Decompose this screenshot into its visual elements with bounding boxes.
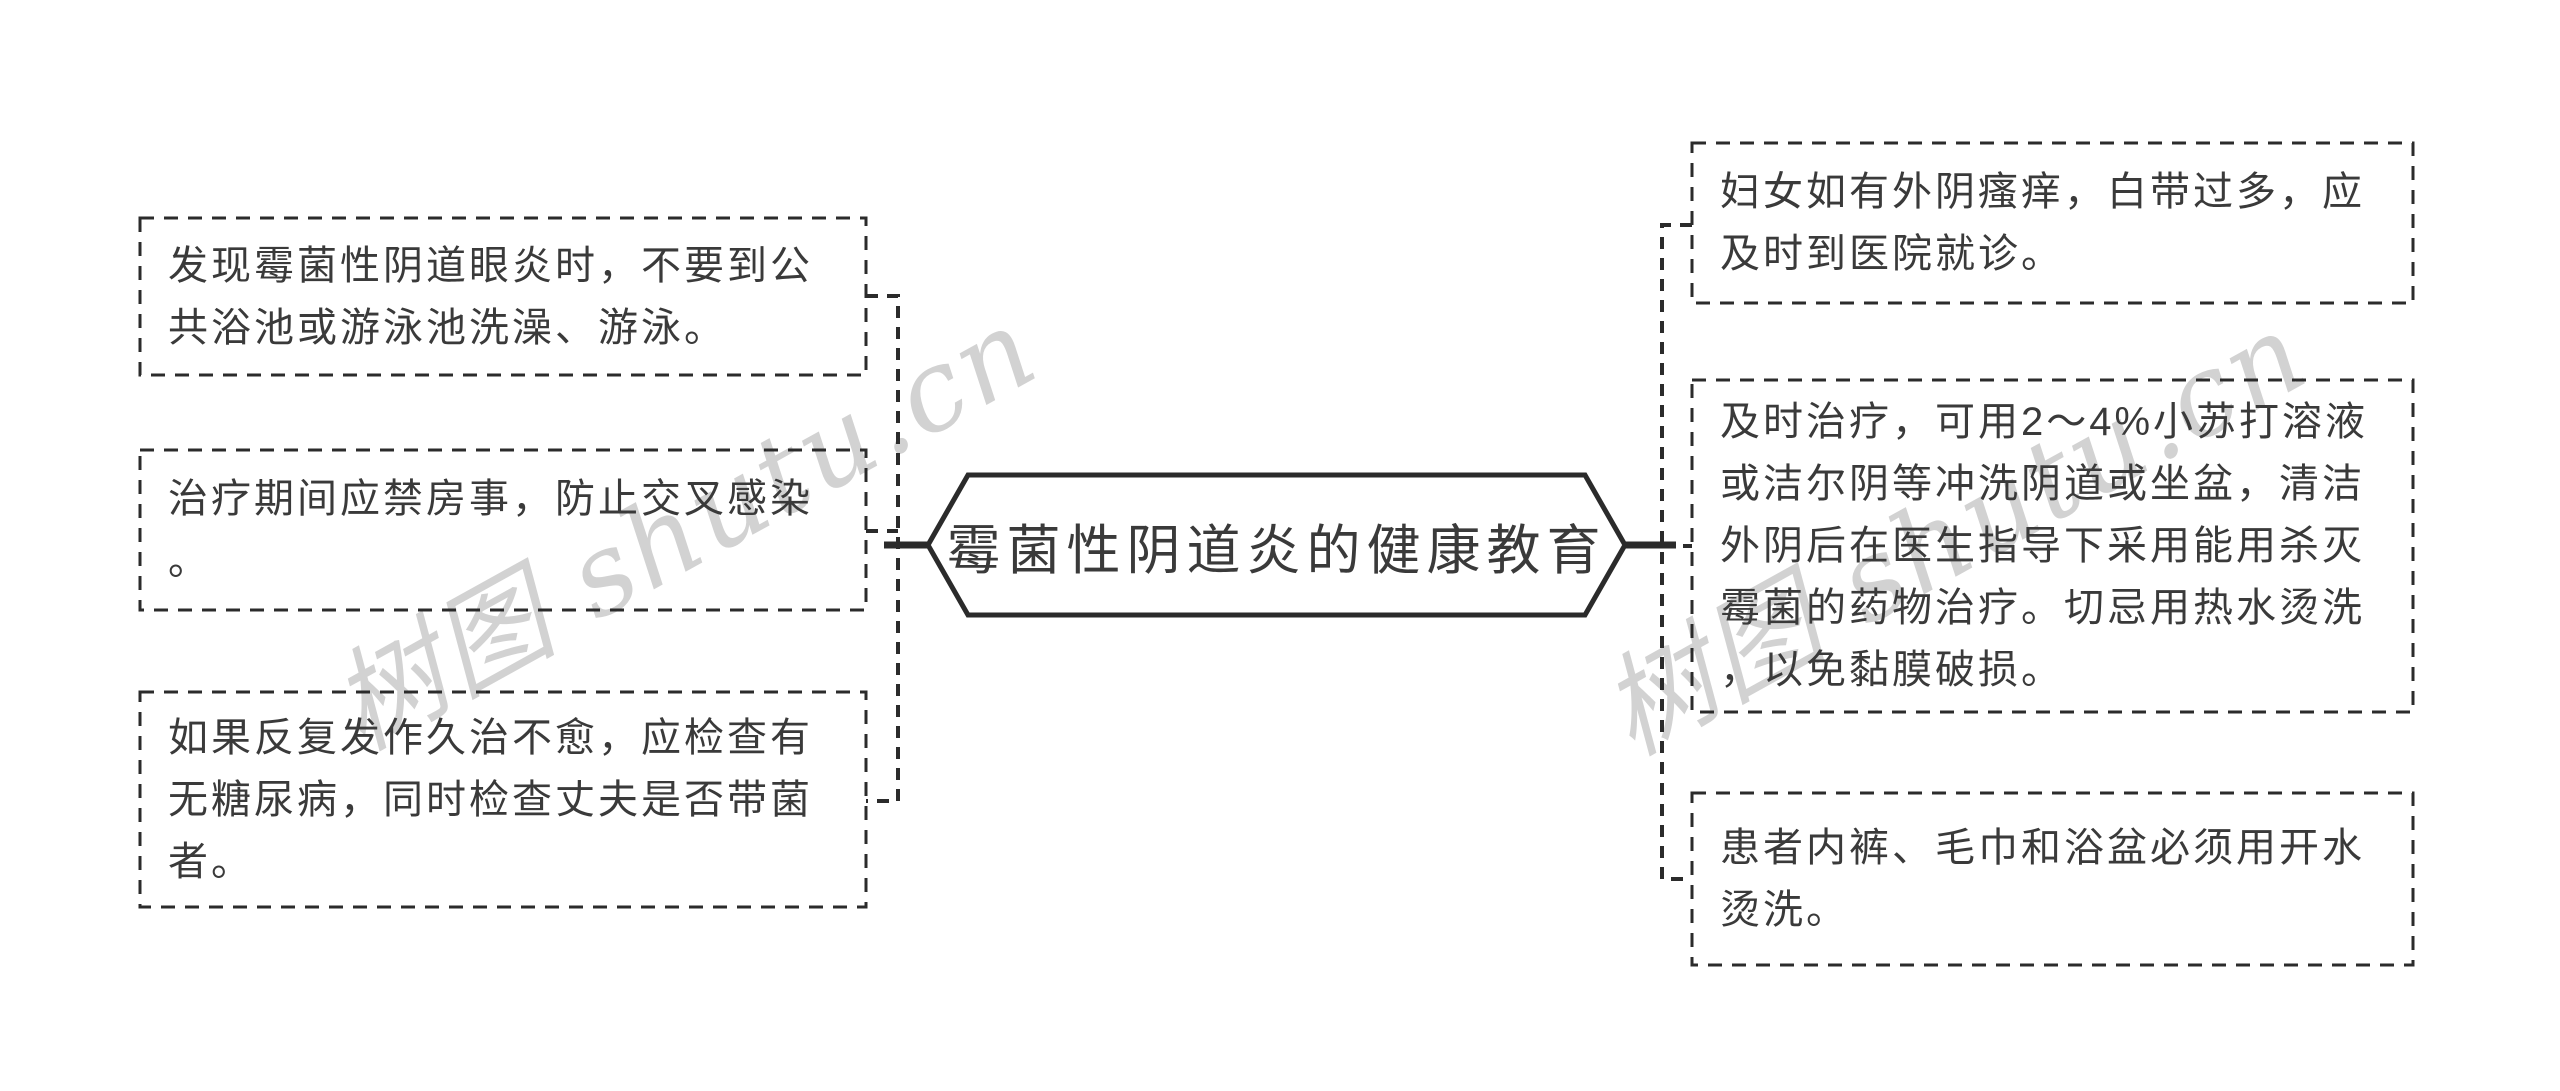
connector-right-bracket <box>1660 223 1692 881</box>
branch-node-left-1[interactable]: 发现霉菌性阴道眼炎时，不要到公共浴池或游泳池洗澡、游泳。 <box>140 218 866 375</box>
branch-node-right-1[interactable]: 妇女如有外阴瘙痒，白带过多，应及时到医院就诊。 <box>1692 143 2413 303</box>
branch-text: 患者内裤、毛巾和浴盆必须用开水烫洗。 <box>1720 826 2365 932</box>
branch-node-right-2[interactable]: 及时治疗，可用2～4%小苏打溶液或洁尔阴等冲洗阴道或坐盆，清洁外阴后在医生指导下… <box>1692 380 2413 712</box>
branch-text: 妇女如有外阴瘙痒，白带过多，应及时到医院就诊。 <box>1720 170 2365 276</box>
branch-text: 如果反复发作久治不愈，应检查有无糖尿病，同时检查丈夫是否带菌者。 <box>168 715 813 884</box>
root-node-shape <box>925 472 1628 618</box>
branch-node-left-3[interactable]: 如果反复发作久治不愈，应检查有无糖尿病，同时检查丈夫是否带菌者。 <box>140 692 866 907</box>
branch-box-border-right-2 <box>1690 378 2415 714</box>
branch-node-left-2[interactable]: 治疗期间应禁房事，防止交叉感染。 <box>140 450 866 610</box>
branch-box-border-right-3 <box>1690 791 2415 967</box>
branch-text: 及时治疗，可用2～4%小苏打溶液或洁尔阴等冲洗阴道或坐盆，清洁外阴后在医生指导下… <box>1720 400 2369 692</box>
branch-text: 发现霉菌性阴道眼炎时，不要到公共浴池或游泳池洗澡、游泳。 <box>168 243 813 350</box>
branch-node-right-3[interactable]: 患者内裤、毛巾和浴盆必须用开水烫洗。 <box>1692 793 2413 965</box>
branch-box-border-left-3 <box>138 690 868 909</box>
branch-text: 治疗期间应禁房事，防止交叉感染。 <box>168 477 813 583</box>
root-node-label: 霉菌性阴道炎的健康教育 <box>946 520 1607 581</box>
root-node[interactable]: 霉菌性阴道炎的健康教育 <box>928 475 1625 615</box>
